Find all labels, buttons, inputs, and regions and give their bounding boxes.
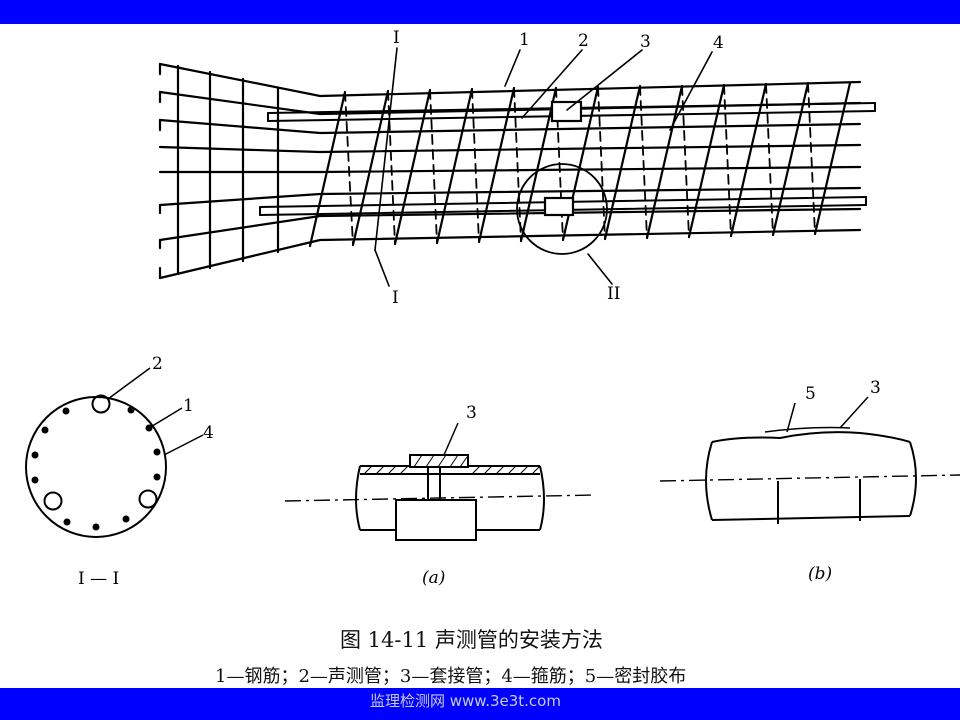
spiral-stirrup bbox=[308, 90, 347, 248]
coupling-sleeve bbox=[543, 196, 575, 217]
detail-b-label-5: 5 bbox=[805, 384, 816, 404]
bottom-frame-bar bbox=[0, 688, 960, 720]
sound-tube-section bbox=[138, 489, 158, 509]
spiral-stirrup bbox=[603, 84, 642, 241]
reinforcement-cage-elevation bbox=[158, 47, 876, 287]
callout-3: 3 bbox=[640, 32, 651, 52]
spiral-stirrup bbox=[687, 83, 726, 239]
detail-a-caption: (a) bbox=[422, 568, 446, 588]
section-caption: I — I bbox=[78, 569, 120, 589]
longitudinal-bar bbox=[158, 186, 862, 207]
spiral-stirrup bbox=[435, 87, 474, 245]
detail-a-coupling bbox=[284, 422, 596, 541]
top-frame-bar bbox=[0, 0, 960, 24]
longitudinal-bar bbox=[158, 118, 862, 135]
detail-b-sealing bbox=[659, 396, 960, 524]
detail-circle-ii bbox=[516, 163, 608, 255]
spiral-stirrup bbox=[519, 86, 558, 243]
callout-1: 1 bbox=[519, 30, 530, 50]
rebar-dots bbox=[31, 406, 161, 531]
sound-tube-section bbox=[43, 491, 63, 511]
detail-b-label-3: 3 bbox=[870, 378, 881, 398]
longitudinal-bar bbox=[158, 228, 862, 280]
callout-4: 4 bbox=[713, 33, 724, 53]
detail-mark-ii: II bbox=[607, 284, 621, 304]
section-label-1: 1 bbox=[183, 396, 194, 416]
cross-section-i-i bbox=[25, 367, 204, 538]
figure-legend: 1—钢筋；2—声测管；3—套接管；4—箍筋；5—密封胶布 bbox=[215, 666, 687, 687]
spiral-stirrup bbox=[813, 81, 852, 236]
section-label-4: 4 bbox=[203, 423, 214, 443]
sound-tube-section bbox=[91, 394, 111, 414]
hatching bbox=[363, 465, 541, 475]
section-mark-top: I bbox=[393, 28, 400, 48]
longitudinal-bar bbox=[158, 165, 862, 174]
site-watermark: 监理检测网 www.3e3t.com bbox=[370, 692, 561, 710]
spiral-stirrup bbox=[729, 82, 768, 238]
detail-b-caption: (b) bbox=[808, 564, 833, 584]
spiral-stirrup bbox=[645, 84, 684, 240]
section-mark-bottom: I bbox=[392, 288, 399, 308]
section-label-2: 2 bbox=[152, 354, 163, 374]
detail-a-label-3: 3 bbox=[466, 403, 477, 423]
spiral-stirrup bbox=[393, 88, 432, 246]
coupling-sleeve bbox=[550, 100, 583, 123]
spiral-stirrup bbox=[771, 81, 810, 237]
spiral-stirrup bbox=[477, 86, 516, 244]
callout-2: 2 bbox=[578, 31, 589, 51]
figure-title: 图 14-11 声测管的安装方法 bbox=[340, 628, 603, 652]
longitudinal-bar bbox=[158, 207, 862, 242]
longitudinal-bar bbox=[158, 62, 862, 98]
longitudinal-bar bbox=[158, 143, 862, 154]
spiral-stirrup bbox=[351, 89, 390, 247]
